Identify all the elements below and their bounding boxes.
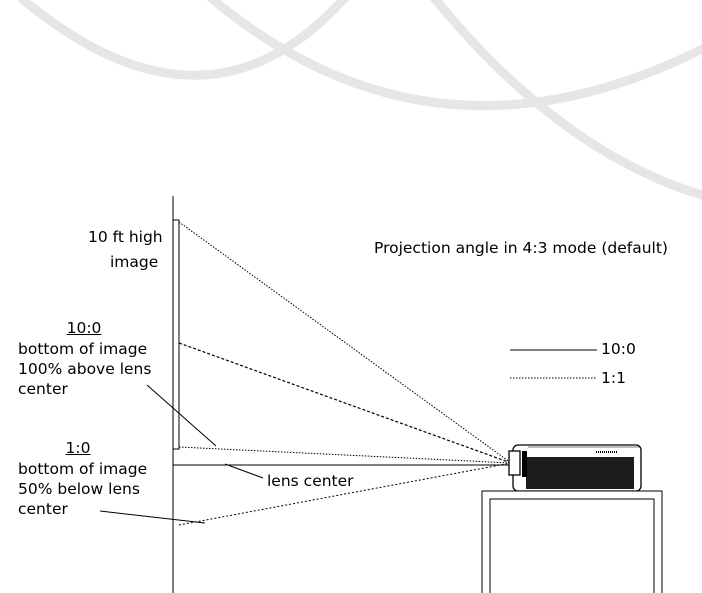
projector-stand bbox=[481, 490, 663, 593]
legend-label-1-1: 1:1 bbox=[601, 369, 626, 387]
lens-center-label: lens center bbox=[267, 472, 354, 490]
ray-bottom-10-0 bbox=[178, 446, 512, 464]
projector-icon bbox=[508, 444, 642, 492]
offset-desc-10-0-line-1: bottom of image bbox=[18, 340, 148, 358]
image-height-line-2: image bbox=[110, 253, 159, 271]
offset-label-10-0: 10:0 bbox=[19, 318, 174, 338]
legend-label-10-0: 10:0 bbox=[601, 340, 636, 358]
screen-image bbox=[172, 219, 180, 450]
watermark-arc bbox=[16, 0, 349, 80]
watermark-arc bbox=[206, 0, 702, 111]
offset-ratio-1-0: 1:0 bbox=[65, 439, 91, 457]
offset-ratio-10-0: 10:0 bbox=[66, 319, 102, 337]
offset-desc-1-0: bottom of image 50% below lens center bbox=[18, 459, 147, 519]
leader-1-0 bbox=[99, 510, 206, 524]
offset-label-1-0: 1:0 bbox=[19, 438, 174, 458]
ray-bottom-1-0 bbox=[178, 462, 512, 526]
offset-desc-1-0-line-2: 50% below lens bbox=[18, 480, 140, 498]
offset-desc-10-0-line-2: 100% above lens bbox=[18, 360, 152, 378]
offset-desc-10-0: bottom of image 100% above lens center bbox=[18, 339, 151, 399]
ray-top-10-0 bbox=[178, 221, 512, 464]
offset-desc-10-0-line-3: center bbox=[18, 380, 68, 398]
leader-10-0 bbox=[146, 384, 217, 447]
offset-desc-1-0-line-3: center bbox=[18, 500, 68, 518]
ray-mid-10-0 bbox=[178, 342, 512, 464]
watermark-arc bbox=[430, 0, 702, 200]
offset-desc-1-0-line-1: bottom of image bbox=[18, 460, 148, 478]
leader-lens-center bbox=[224, 463, 264, 479]
image-height-line-1: 10 ft high bbox=[88, 228, 163, 246]
image-height-label: 10 ft high image bbox=[88, 227, 163, 272]
diagram-title: Projection angle in 4:3 mode (default) bbox=[374, 239, 668, 257]
